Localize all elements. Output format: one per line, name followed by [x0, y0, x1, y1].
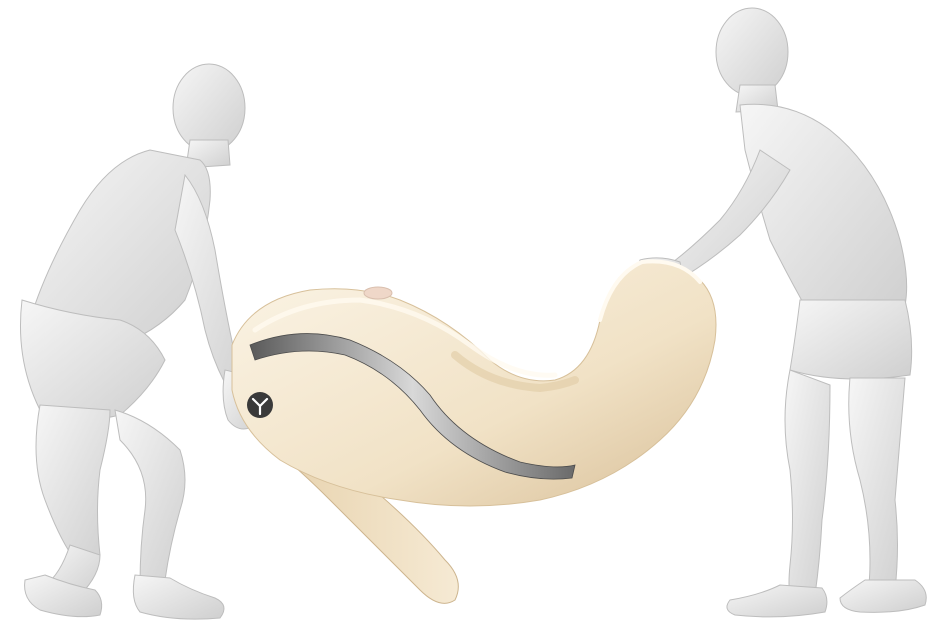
right-person-left-shoe: [727, 585, 827, 617]
right-person-head: [716, 8, 788, 96]
left-person-right-shoe: [133, 575, 224, 619]
left-person-head: [173, 64, 245, 152]
chair-shell: [232, 261, 716, 506]
right-person-right-leg: [849, 378, 905, 590]
chair-headrest-knob: [364, 287, 392, 299]
left-person: [20, 64, 262, 619]
left-person-right-leg: [115, 410, 185, 585]
massage-chair: [232, 261, 716, 603]
right-person-right-shoe: [840, 580, 926, 612]
right-person-torso: [740, 104, 907, 316]
right-person-shorts: [790, 300, 912, 379]
right-person-left-leg: [785, 370, 830, 595]
brand-y-logo-icon: [247, 392, 273, 418]
left-person-left-leg-thigh: [36, 405, 110, 560]
